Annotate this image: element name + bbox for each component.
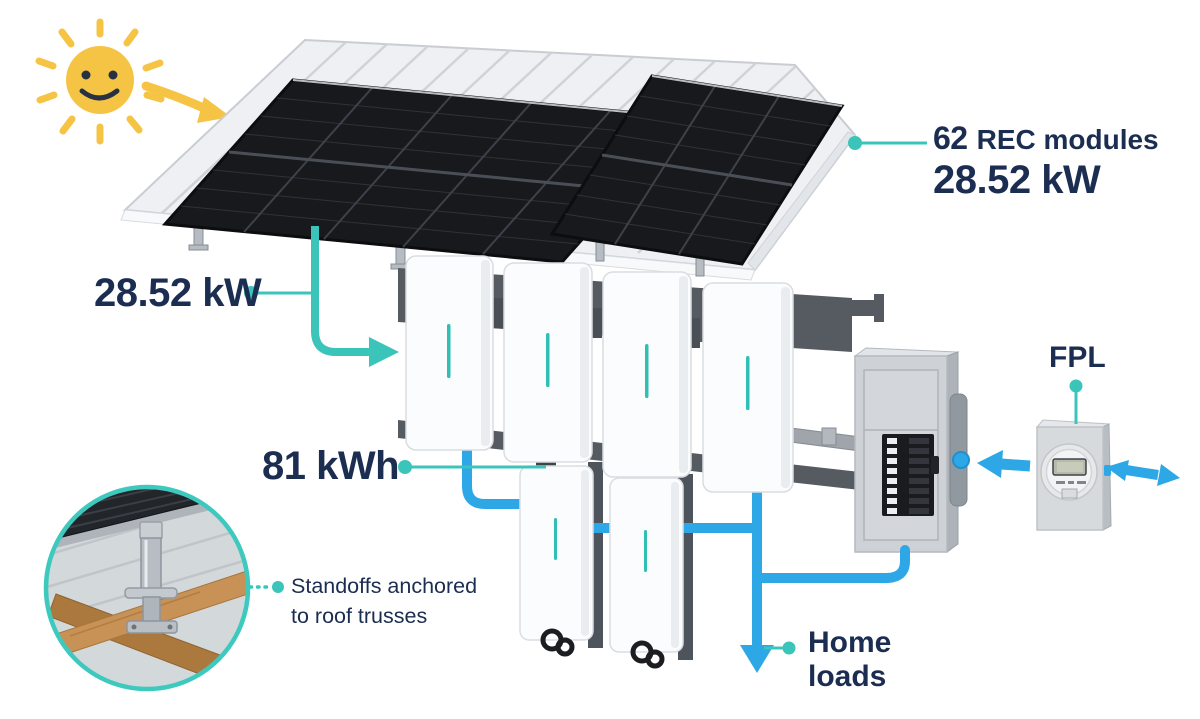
home-loads-arrow — [740, 645, 774, 673]
battery-unit — [519, 465, 594, 657]
module-power-value: 28.52 kW — [933, 158, 1101, 202]
battery-unit — [602, 271, 692, 478]
pv-to-battery-arrow — [311, 226, 399, 367]
module-count-value: 62 — [933, 120, 968, 156]
module-brand-text: REC modules — [976, 124, 1159, 155]
module-count-label: 62 REC modules 28.52 kW — [933, 120, 1159, 202]
inset-standoff — [124, 521, 178, 634]
sun-icon — [35, 18, 165, 145]
standoffs-note-line2: to roof trusses — [291, 604, 428, 628]
utility-label: FPL — [1049, 341, 1106, 374]
utility-meter — [1035, 419, 1112, 531]
blue-conduits — [462, 437, 910, 649]
storage-capacity-label: 81 kWh — [262, 444, 400, 488]
battery-unit — [609, 477, 684, 669]
home-loads-line1: Home — [808, 626, 892, 659]
battery-unit — [405, 255, 494, 451]
grid-flow-arrows — [977, 450, 1180, 486]
home-loads-line2: loads — [808, 660, 887, 693]
meter-socket-knob — [952, 451, 970, 469]
standoffs-note-line1: Standoffs anchored — [291, 574, 478, 598]
battery-unit — [503, 262, 593, 463]
battery-unit — [702, 282, 794, 493]
standoffs-note-label: Standoffs anchored to roof trusses — [291, 571, 477, 631]
breaker-panel — [853, 347, 970, 553]
sunlight-arrow — [141, 81, 231, 123]
array-power-label: 28.52 kW — [94, 271, 262, 315]
roof-fascia-right — [747, 131, 856, 271]
battery-bank — [405, 255, 794, 669]
teal-connectors — [244, 136, 1083, 655]
solar-array-right — [549, 74, 845, 266]
solar-array-left — [161, 78, 694, 264]
home-loads-label: Home loads — [808, 626, 891, 694]
metal-conduit — [790, 427, 869, 453]
standoff-detail-inset — [43, 484, 251, 692]
